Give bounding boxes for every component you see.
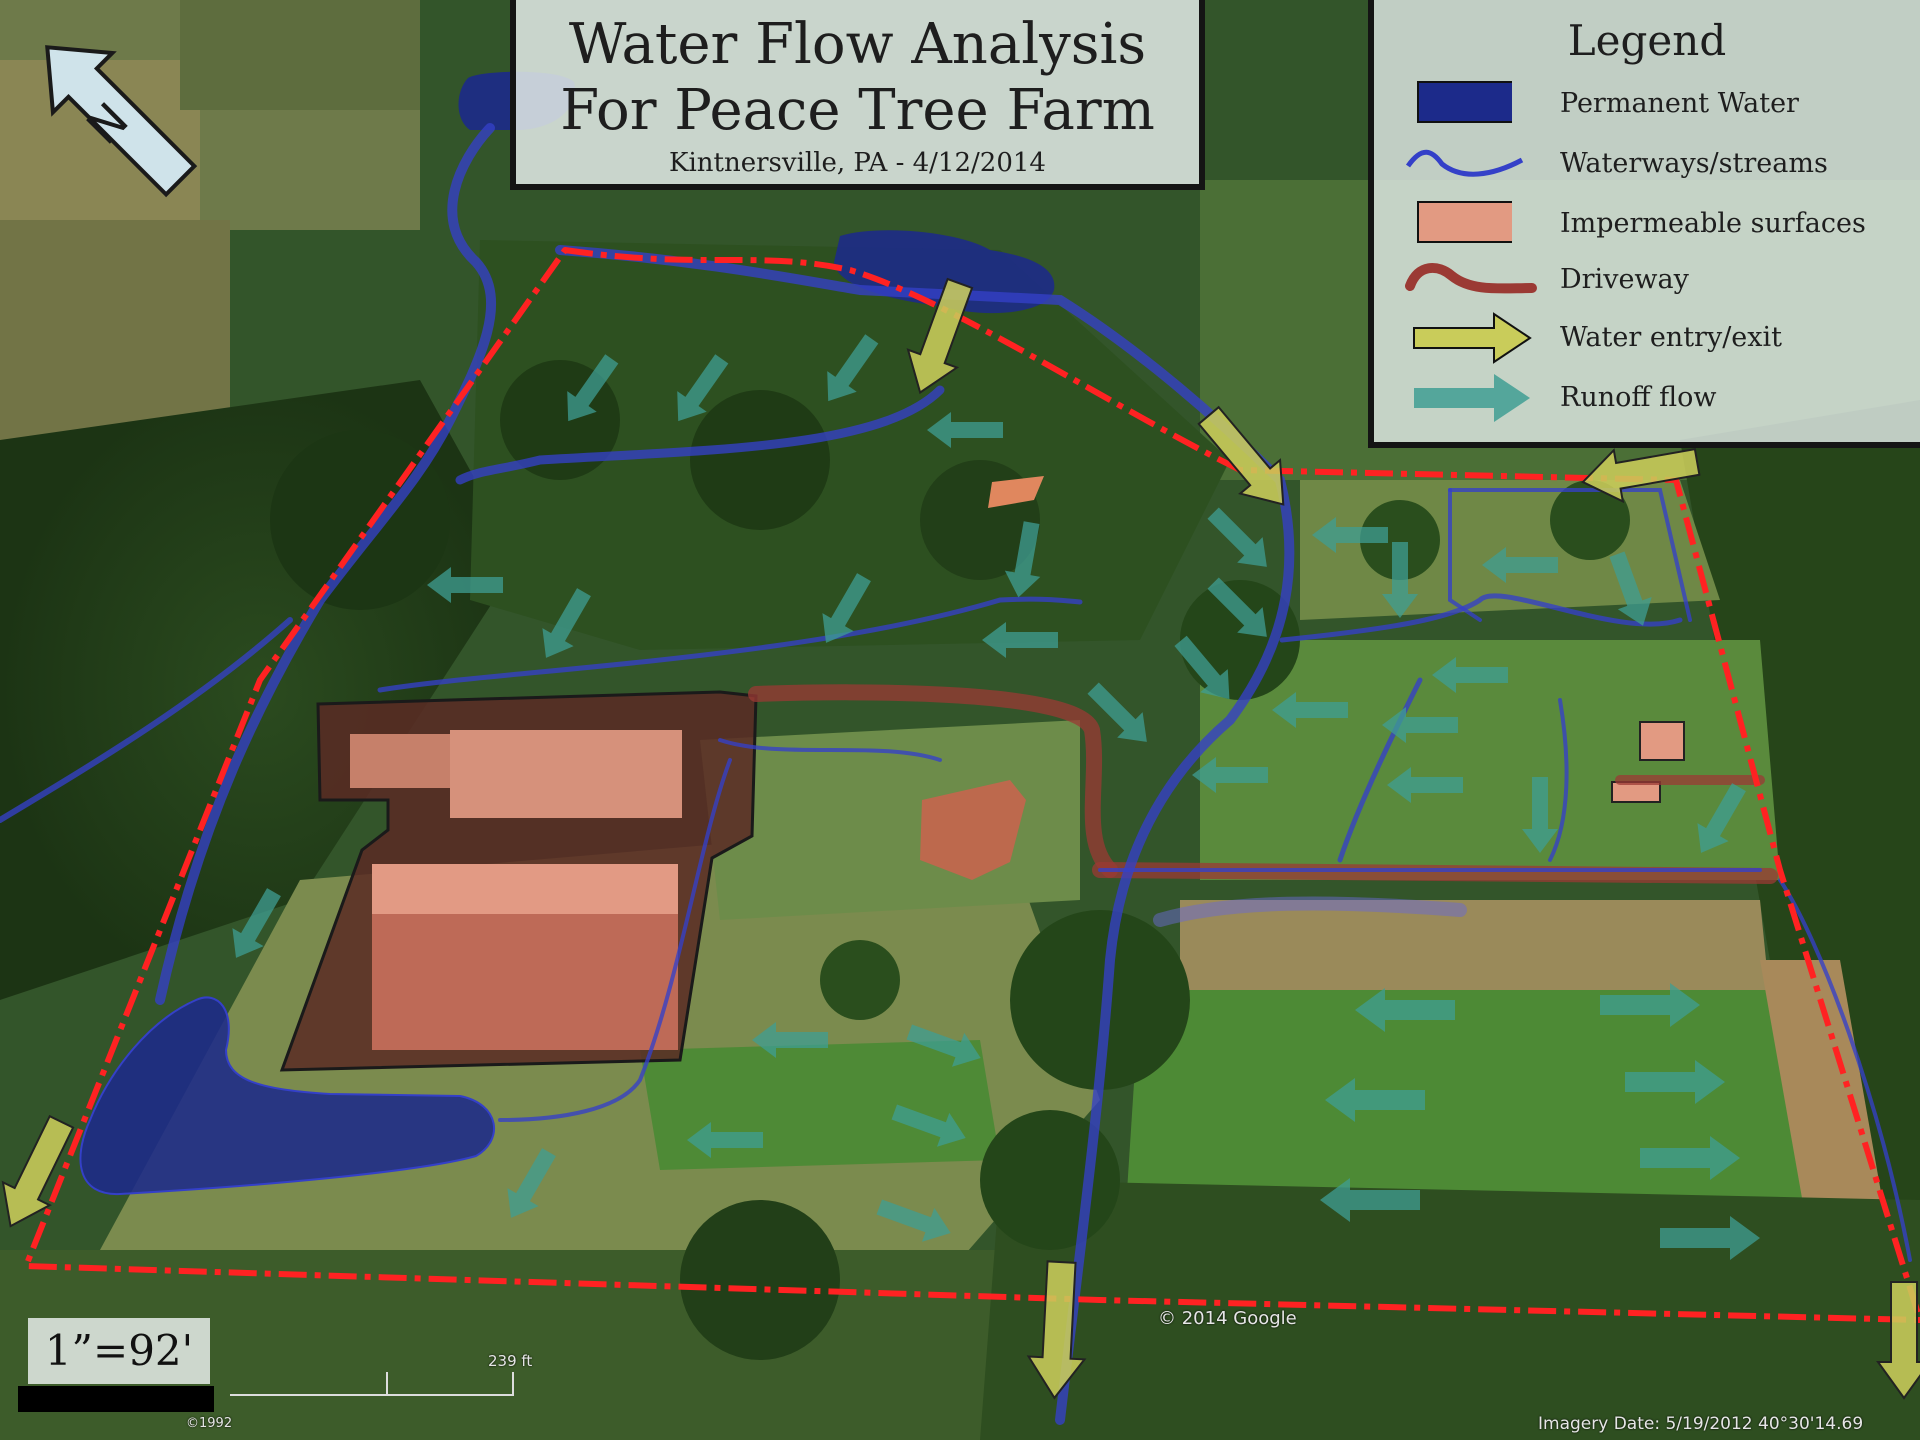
runoff-flow-arrow (1609, 551, 1652, 626)
runoff-flow-arrow (1325, 1078, 1425, 1122)
property-boundary (23, 247, 1920, 1323)
runoff-flow-arrow (927, 412, 1003, 448)
water-entry-exit-layer (1, 277, 1920, 1400)
runoff-flow-arrow (1432, 657, 1508, 693)
permanent-water-swatch (1417, 81, 1512, 123)
runoff-flow-arrow-swatch (1414, 374, 1530, 422)
google-scale-label: 239 ft (488, 1352, 533, 1370)
legend-item-runoff-flow: Runoff flow (1402, 370, 1920, 426)
runoff-flow-arrow (677, 354, 729, 422)
waterway-line-swatch (1405, 149, 1524, 177)
driveway-line-swatch (1405, 263, 1537, 294)
runoff-flow-arrow (827, 334, 879, 402)
water-entry-exit-arrow-swatch (1413, 312, 1532, 364)
impermeable-layer (279, 476, 1685, 1072)
north-arrow-icon (45, 45, 198, 198)
water-exit-arrow-southeast (1876, 1281, 1920, 1400)
runoff-flow-arrow (1387, 767, 1463, 803)
legend-item-permanent-water: Permanent Water (1402, 76, 1920, 132)
greenhouse-north (450, 730, 682, 818)
runoff-flow-arrow (1382, 542, 1418, 618)
small-shed (988, 476, 1044, 508)
runoff-flow-arrow (1625, 1060, 1725, 1104)
stream-west (155, 123, 496, 1005)
runoff-flow-arrow (1174, 635, 1230, 700)
runoff-flow-arrow (1522, 777, 1558, 853)
legend-label: Driveway (1560, 264, 1689, 295)
driveway-main (748, 684, 1118, 878)
runoff-flow-arrow (1087, 682, 1147, 742)
legend-label: Water entry/exit (1560, 322, 1782, 353)
water-exit-arrow-west (1, 1114, 75, 1228)
stream-north-branch (455, 385, 945, 485)
runoff-flow-arrow (1640, 1136, 1740, 1180)
legend-item-water-entry-exit: Water entry/exit (1402, 310, 1920, 366)
runoff-flow-arrow (687, 1122, 763, 1158)
runoff-flow-arrow (891, 1104, 966, 1147)
legend-title: Legend (1567, 16, 1727, 65)
runoff-flow-arrow (1697, 783, 1746, 853)
map-title-box: Water Flow Analysis For Peace Tree Farm … (510, 0, 1205, 190)
woodland-north (470, 240, 1230, 650)
runoff-flow-arrow (1320, 1178, 1420, 1222)
google-scale-tick (512, 1372, 514, 1396)
runoff-flow-arrow (542, 588, 591, 658)
runoff-flow-arrow (507, 1148, 556, 1218)
water-exit-arrow-south (1026, 1260, 1087, 1400)
legend-label: Permanent Water (1560, 88, 1799, 119)
map-subtitle: Kintnersville, PA - 4/12/2014 (669, 148, 1046, 178)
runoff-flow-arrow (822, 573, 871, 643)
google-scale-tick (386, 1372, 388, 1396)
runoff-flow-arrow (1355, 988, 1455, 1032)
runoff-flow-arrow (1482, 547, 1558, 583)
waterways-layer (0, 123, 1912, 1425)
stream-east (1279, 593, 1683, 643)
scale-bar (18, 1386, 214, 1412)
legend-item-driveway: Driveway (1402, 252, 1920, 308)
runoff-flow-arrow (1192, 757, 1268, 793)
outbuilding-east (1639, 721, 1685, 761)
imagery-date: Imagery Date: 5/19/2012 40°30'14.69 (1538, 1414, 1864, 1434)
runoff-flow-arrow (906, 1024, 981, 1067)
runoff-flow-arrow (1600, 983, 1700, 1027)
pond-southwest (79, 996, 495, 1196)
runoff-flow-arrow (1207, 507, 1267, 567)
legend-label: Impermeable surfaces (1560, 208, 1866, 239)
attribution-small: ©1992 (186, 1416, 233, 1431)
runoff-flow-arrow (1660, 1216, 1760, 1260)
runoff-flow-arrow (1382, 707, 1458, 743)
runoff-flow-layer (232, 334, 1760, 1260)
water-entry-arrow-northeast (1581, 447, 1701, 504)
plowed-strip (1180, 900, 1770, 1010)
legend-label: Runoff flow (1560, 382, 1717, 413)
map-copyright: © 2014 Google (1158, 1308, 1297, 1329)
runoff-flow-arrow (1004, 521, 1041, 598)
google-scale-bar (230, 1394, 514, 1396)
legend: Legend Permanent Water Waterways/streams… (1368, 0, 1920, 448)
scale-label-box: 1”=92' (28, 1318, 210, 1384)
runoff-flow-arrow (876, 1199, 951, 1242)
map-title-line1: Water Flow Analysis (568, 12, 1147, 77)
map-title-line2: For Peace Tree Farm (560, 78, 1155, 143)
water-entry-arrow-north-pond (906, 277, 974, 395)
runoff-flow-arrow (982, 622, 1058, 658)
legend-item-impermeable: Impermeable surfaces (1402, 196, 1920, 252)
legend-label: Waterways/streams (1560, 148, 1828, 179)
greenhouse-shed (350, 734, 450, 788)
runoff-flow-arrow (427, 567, 503, 603)
runoff-flow-arrow (1207, 577, 1267, 637)
water-entry-arrow-north (1197, 405, 1285, 506)
stream-central (555, 245, 1295, 1425)
legend-item-waterways: Waterways/streams (1402, 136, 1920, 192)
runoff-flow-arrow (567, 354, 619, 422)
runoff-flow-arrow (1272, 692, 1348, 728)
runoff-flow-arrow (232, 888, 281, 958)
runoff-flow-arrow (752, 1022, 828, 1058)
impermeable-surface-swatch (1417, 201, 1512, 243)
runoff-flow-arrow (1312, 517, 1388, 553)
farmhouse (920, 780, 1026, 880)
farm-field-west (0, 220, 230, 450)
meadow-east (1200, 640, 1780, 880)
